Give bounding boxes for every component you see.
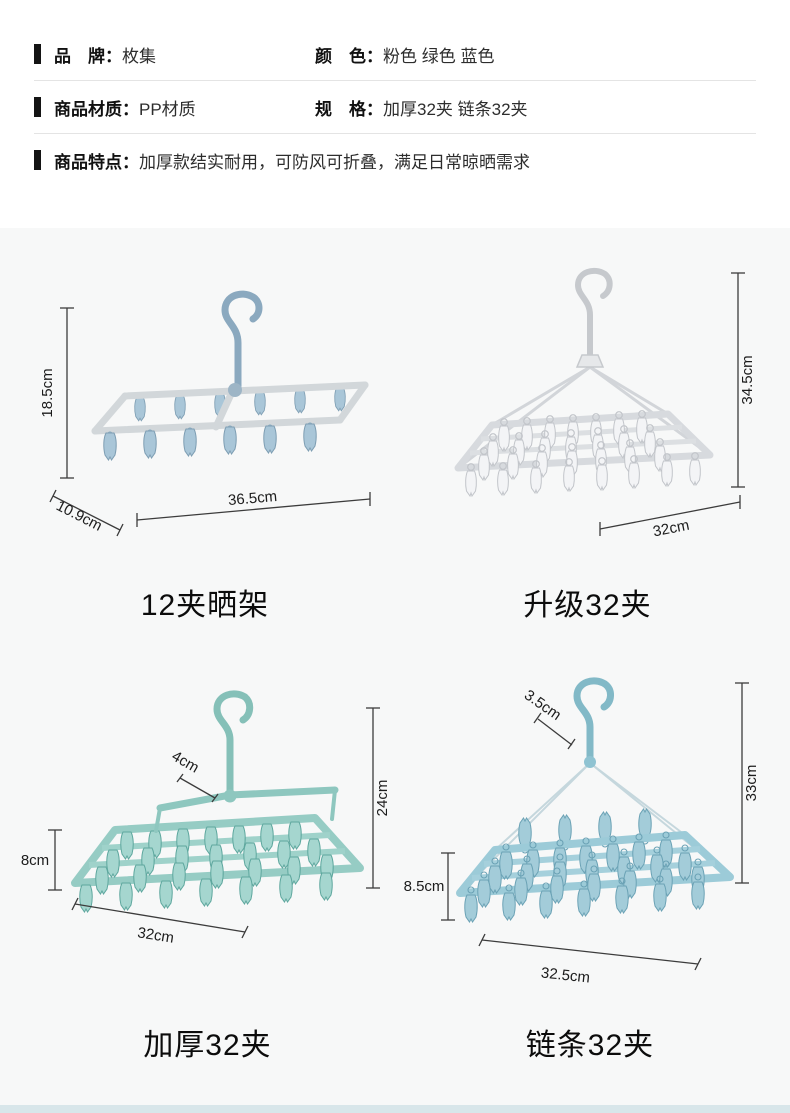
spec-row-material-spec: 商品材质： PP材质 规 格： 加厚32夹 链条32夹 bbox=[34, 81, 756, 133]
dimension-height: 34.5cm bbox=[731, 272, 756, 488]
product-name-upgraded-32: 升级32夹 bbox=[523, 589, 652, 622]
dim-label-height: 18.5cm bbox=[39, 368, 56, 417]
rack-frame bbox=[91, 381, 369, 435]
product-name-thick-32: 加厚32夹 bbox=[143, 1029, 272, 1062]
dimension-width: 36.5cm bbox=[136, 488, 371, 527]
row-accent-bar bbox=[34, 44, 41, 64]
dim-label-width: 32cm bbox=[136, 924, 175, 947]
dimension-side: 8.5cm bbox=[404, 852, 455, 921]
rack-frame bbox=[71, 814, 364, 887]
clips-group bbox=[79, 821, 334, 913]
product-image-12-clip-rack: 18.5cm 10.9cm 36.5cm bbox=[39, 290, 371, 537]
swivel-joint bbox=[228, 383, 242, 397]
hanger-hook-icon bbox=[221, 290, 263, 390]
features-value: 加厚款结实耐用，可防风可折叠，满足日常晾晒需求 bbox=[139, 152, 530, 172]
spec-row-brand-color: 品 牌： 枚集 颜 色： 粉色 绿色 蓝色 bbox=[34, 28, 756, 80]
color-label: 颜 色： bbox=[315, 46, 383, 66]
spec-cell-features: 商品特点： 加厚款结实耐用，可防风可折叠，满足日常晾晒需求 bbox=[34, 148, 530, 173]
divider bbox=[34, 133, 756, 134]
dim-label-width: 36.5cm bbox=[227, 488, 277, 509]
spec-label: 规 格： bbox=[315, 99, 383, 119]
dim-label-height: 24cm bbox=[374, 780, 391, 817]
dimension-height: 33cm bbox=[735, 682, 760, 884]
spec-cell-material: 商品材质： PP材质 bbox=[34, 95, 315, 120]
product-name-chain-32: 链条32夹 bbox=[525, 1029, 655, 1062]
dimension-width: 32cm bbox=[599, 495, 741, 541]
product-image-thick-32: 4cm 24cm 8cm 32cm bbox=[21, 690, 391, 947]
product-image-upgraded-32: 34.5cm 32cm bbox=[454, 267, 756, 541]
dim-label-depth: 10.9cm bbox=[53, 497, 105, 534]
dim-label-hook: 4cm bbox=[169, 748, 202, 777]
dimension-width: 32.5cm bbox=[478, 933, 702, 987]
dim-label-side: 8.5cm bbox=[404, 878, 445, 895]
product-name-12-clip: 12夹晒架 bbox=[140, 589, 270, 622]
row-accent-bar bbox=[34, 150, 41, 170]
brand-value: 枚集 bbox=[122, 46, 156, 66]
spec-cell-brand: 品 牌： 枚集 bbox=[34, 42, 315, 67]
next-section-edge bbox=[0, 1105, 790, 1113]
spec-cell-color: 颜 色： 粉色 绿色 蓝色 bbox=[315, 42, 494, 67]
spec-table: 品 牌： 枚集 颜 色： 粉色 绿色 蓝色 商品材质： PP材质 规 格： 加厚… bbox=[34, 28, 756, 186]
dimension-depth: 10.9cm bbox=[49, 489, 124, 537]
hanger-hook-icon bbox=[573, 677, 614, 764]
row-accent-bar bbox=[34, 97, 41, 117]
rack-frame bbox=[454, 410, 714, 472]
spec-row-features: 商品特点： 加厚款结实耐用，可防风可折叠，满足日常晾晒需求 bbox=[34, 134, 756, 186]
hanger-hook-icon bbox=[574, 267, 613, 358]
spec-value: 加厚32夹 链条32夹 bbox=[383, 99, 528, 119]
dimension-hook: 4cm bbox=[169, 748, 219, 803]
product-image-chain-32: 3.5cm 33cm 8.5cm 32.5cm bbox=[404, 677, 760, 987]
dim-label-width: 32cm bbox=[652, 517, 691, 541]
dimension-height: 24cm bbox=[366, 707, 391, 889]
dim-label-height: 34.5cm bbox=[739, 355, 756, 404]
dimension-side: 8cm bbox=[21, 829, 62, 891]
brand-label: 品 牌： bbox=[54, 46, 122, 66]
features-label: 商品特点： bbox=[54, 152, 139, 172]
swivel-joint bbox=[223, 789, 237, 803]
material-label: 商品材质： bbox=[54, 99, 139, 119]
rack-frame bbox=[456, 831, 734, 897]
divider bbox=[34, 80, 756, 81]
gallery-background bbox=[0, 228, 790, 1105]
dimension-hook: 3.5cm bbox=[521, 687, 576, 750]
dim-label-side: 8cm bbox=[21, 852, 49, 869]
material-value: PP材质 bbox=[139, 99, 196, 119]
hanger-hook-icon bbox=[213, 690, 254, 797]
dim-label-height: 33cm bbox=[743, 765, 760, 802]
dimension-height: 18.5cm bbox=[39, 307, 74, 479]
color-value: 粉色 绿色 蓝色 bbox=[383, 46, 495, 66]
swivel-joint bbox=[584, 756, 596, 768]
swivel-cone bbox=[575, 354, 605, 368]
rack-rails bbox=[469, 424, 697, 456]
dim-label-width: 32.5cm bbox=[540, 964, 591, 986]
spec-cell-spec: 规 格： 加厚32夹 链条32夹 bbox=[315, 95, 528, 120]
dim-label-hook: 3.5cm bbox=[521, 687, 564, 724]
dimension-width: 32cm bbox=[71, 897, 249, 947]
